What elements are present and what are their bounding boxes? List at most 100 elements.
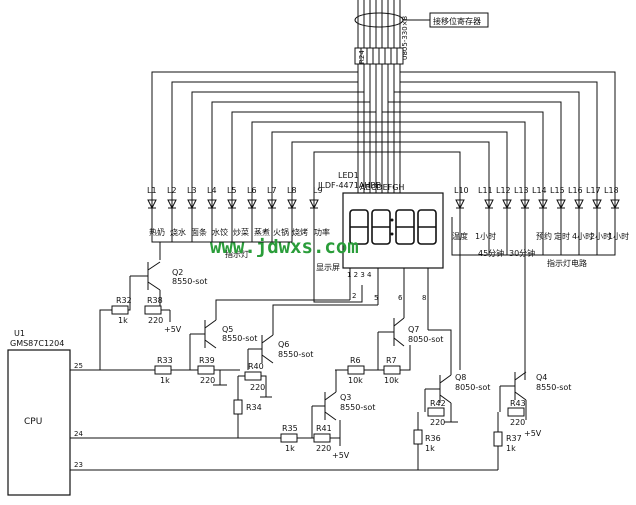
q-label: Q7	[408, 325, 419, 334]
r-label: R40	[248, 362, 264, 371]
resistor-r36	[413, 429, 423, 445]
led-function: 1小时	[475, 231, 496, 241]
indicator-circuit-label: 指示灯电路	[547, 258, 587, 268]
r-label: R43	[510, 399, 526, 408]
led-id: L14	[532, 186, 547, 195]
q-label: Q4	[536, 373, 547, 382]
cpu-pin: 25	[74, 362, 83, 370]
cpu-pin: 23	[74, 461, 83, 469]
display-label: 显示屏	[316, 263, 340, 272]
cpu-pin: 24	[74, 430, 83, 438]
cpu-label: CPU	[24, 417, 42, 427]
q-label: Q3	[340, 393, 351, 402]
resistor-r40	[244, 371, 262, 381]
led-function: 预约	[536, 231, 552, 241]
led-id: L6	[247, 186, 257, 195]
led-id: L10	[454, 186, 469, 195]
vcc-label: +5V	[164, 325, 182, 334]
led-id: L16	[568, 186, 583, 195]
r-label: R41	[316, 424, 332, 433]
display-pin-lines	[357, 170, 401, 193]
digit-pin-wires	[349, 268, 429, 330]
q-part: 8550-sot	[222, 334, 257, 343]
r-label: R6	[350, 356, 361, 365]
pin-no: 5	[374, 294, 378, 302]
r-label: R34	[246, 403, 262, 412]
r-label: R33	[157, 356, 173, 365]
display-pin-letters: ABCDEFGH	[360, 183, 404, 192]
led1-label: LED1	[338, 171, 359, 180]
bus-lines	[354, 0, 430, 170]
resistor-r32	[111, 305, 129, 315]
transistor-q3	[311, 370, 337, 438]
led-function: 2小时	[590, 231, 611, 241]
led-function: 热奶	[149, 227, 165, 237]
led1-part: JLDF-4471AHBB	[317, 181, 381, 190]
r-value: 1k	[285, 444, 295, 453]
led-function: 烧烤	[292, 227, 308, 237]
q-part: 8550-sot	[536, 383, 571, 392]
shift-register-box	[429, 12, 489, 28]
r-value: 220	[200, 376, 215, 385]
resistor-r34	[233, 399, 243, 415]
led-id: L3	[187, 186, 197, 195]
time-45min: 45分钟	[478, 248, 504, 258]
q-part: 8550-sot	[278, 350, 313, 359]
resistor-r37	[493, 431, 503, 447]
transistor-q8	[424, 329, 452, 422]
resistor-r7	[383, 365, 401, 375]
seven-seg-digits	[349, 209, 437, 245]
led-display	[342, 192, 444, 269]
led-feed-wires	[151, 71, 616, 195]
r-label: R37	[506, 434, 522, 443]
r-label: R38	[147, 296, 163, 305]
r-label: R32	[116, 296, 132, 305]
r-value: 1k	[118, 316, 128, 325]
led-id: L13	[514, 186, 529, 195]
resistor-r35	[280, 433, 298, 443]
cpu-part: GMS87C1204	[10, 339, 64, 348]
led-id: L5	[227, 186, 237, 195]
r-label: R42	[430, 399, 446, 408]
pin-no: 2	[352, 292, 356, 300]
watermark: www.jdwxs.com	[210, 236, 359, 258]
resistor-r6	[347, 365, 365, 375]
led-function: 面条	[191, 227, 207, 237]
led-id: L4	[207, 186, 217, 195]
r-value: 1k	[160, 376, 170, 385]
resistor-r33	[154, 365, 172, 375]
r-value: 1k	[506, 444, 516, 453]
display-digit-pins: 1 2 3 4	[347, 271, 372, 279]
bus-resistors	[354, 47, 404, 65]
resistor-r41	[313, 433, 331, 443]
r-label: R36	[425, 434, 441, 443]
cpu-chip	[7, 349, 71, 496]
led-function: 定时	[554, 231, 570, 241]
led-id: L2	[167, 186, 177, 195]
q-part: 8050-sot	[455, 383, 490, 392]
led-function: 烧水	[170, 227, 186, 237]
q-label: Q6	[278, 340, 289, 349]
pin-no: 8	[422, 294, 426, 302]
led-id: L17	[586, 186, 601, 195]
shift-register-label: 接移位寄存器	[433, 16, 481, 26]
transistor-q6	[247, 304, 378, 370]
resistor-r42	[427, 407, 445, 417]
led-id: L1	[147, 186, 157, 195]
resistor-r39	[197, 365, 215, 375]
led-id: L18	[604, 186, 619, 195]
q-part: 8550-sot	[172, 277, 207, 286]
led-function: 4小时	[572, 231, 593, 241]
r-value: 220	[430, 418, 445, 427]
led-id: L11	[478, 186, 493, 195]
led-id: L8	[287, 186, 297, 195]
time-30min: 30分钟	[509, 248, 535, 258]
led-function: 炒菜	[233, 227, 249, 237]
vcc-label: +5V	[332, 451, 350, 460]
cathode-buses	[151, 217, 616, 380]
r-label: R35	[282, 424, 298, 433]
led-row	[147, 195, 620, 217]
r-value: 220	[510, 418, 525, 427]
